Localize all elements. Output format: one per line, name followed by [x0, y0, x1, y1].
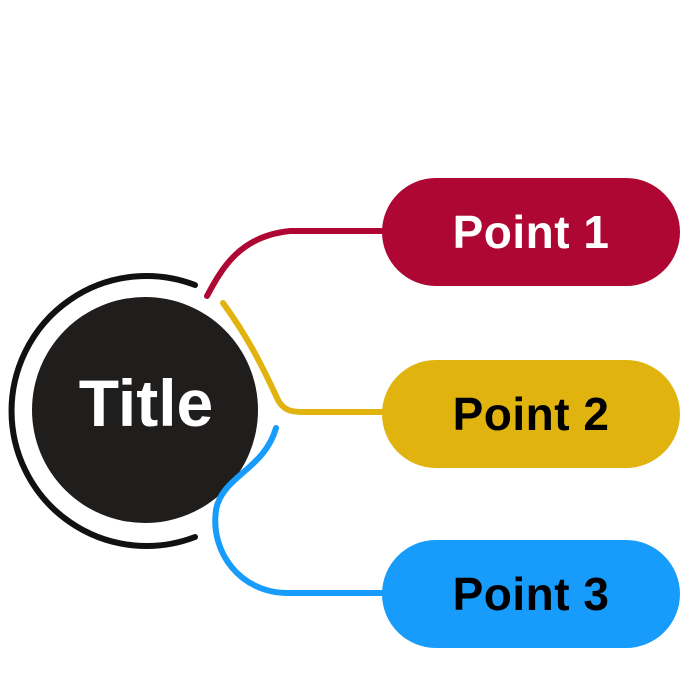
- connector-point-3: [212, 425, 403, 596]
- branch-label-point-2: Point 2: [452, 388, 610, 440]
- hub-outer-ring: [8, 273, 198, 549]
- hub-circle: [32, 297, 258, 523]
- branch-label-point-1: Point 1: [452, 206, 610, 258]
- connector-point-2: [220, 300, 403, 415]
- branch-pill-point-2[interactable]: Point 2: [382, 360, 680, 468]
- branch-pill-point-1[interactable]: Point 1: [382, 178, 680, 286]
- connector-point-1: [204, 228, 403, 299]
- branch-pill-point-3[interactable]: Point 3: [382, 540, 680, 648]
- branch-label-point-3: Point 3: [452, 568, 610, 620]
